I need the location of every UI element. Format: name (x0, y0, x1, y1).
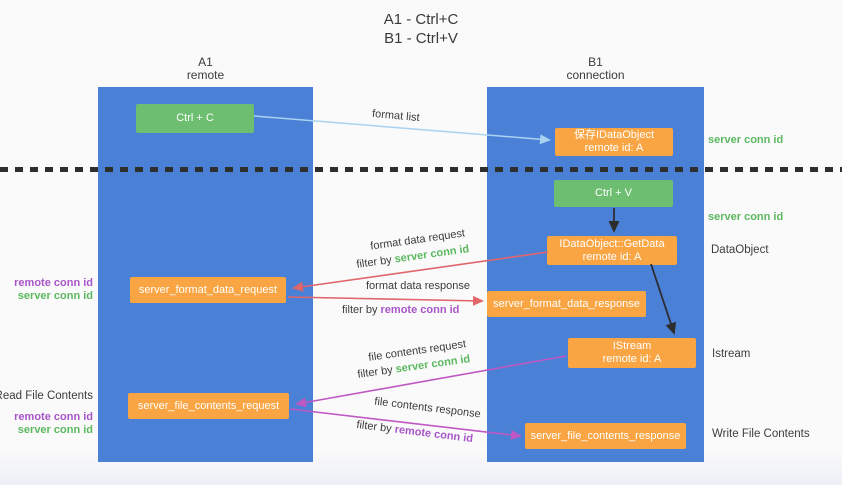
annotation-istream: Istream (712, 348, 751, 360)
node-idataobject-getdata: IDataObject::GetData remote id: A (547, 236, 677, 265)
node-save-line2: remote id: A (584, 142, 644, 154)
filter-by-text: filter by (342, 304, 378, 316)
edge-label-format-data-response: format data response (366, 280, 470, 292)
node-format-response-label: server_format_data_response (493, 297, 640, 310)
node-ctrl-c-label: Ctrl + C (176, 112, 214, 124)
annotation-server-conn-id-mid: server conn id (708, 211, 784, 223)
node-server-file-contents-response: server_file_contents_response (525, 423, 686, 449)
filter-by-text: filter by (355, 418, 393, 436)
column-header-a1: A1 remote (98, 56, 313, 82)
remote-conn-id-text: remote conn id (393, 423, 474, 446)
column-header-b1: B1 connection (487, 56, 704, 82)
node-istream-line2: remote id: A (602, 353, 662, 365)
edge-label-file-contents-response: file contents response (373, 395, 482, 421)
annotation-server-conn-id-2: server conn id (17, 424, 93, 436)
filter-by-text: filter by (356, 364, 394, 381)
annotation-server-conn-id-top: server conn id (708, 134, 784, 146)
title-line-2: B1 - Ctrl+V (384, 30, 458, 47)
filter-by-text: filter by (355, 254, 393, 271)
phase-divider-dotted-line (0, 167, 842, 172)
title-line-1: A1 - Ctrl+C (383, 11, 459, 28)
annotation-remote-conn-id-1: remote conn id (14, 277, 93, 289)
node-save-line1: 保存IDataObject (573, 129, 655, 141)
column-a1-subtitle: remote (186, 68, 225, 82)
diagram-title: A1 - Ctrl+C B1 - Ctrl+V (0, 10, 842, 48)
node-server-file-contents-request: server_file_contents_request (128, 393, 289, 419)
node-server-format-data-response: server_format_data_response (487, 291, 646, 317)
node-server-format-data-request: server_format_data_request (130, 277, 286, 303)
annotation-read-file-contents: Read File Contents (0, 390, 93, 402)
node-ctrl-v: Ctrl + V (554, 180, 673, 207)
node-getdata-line2: remote id: A (582, 250, 642, 263)
node-ctrl-c: Ctrl + C (136, 104, 254, 133)
edge-label-filter-by-remote-conn-id-2: filter by remote conn id (356, 419, 474, 445)
node-save-idataobject: 保存IDataObject remote id: A (555, 128, 673, 156)
node-format-request-label: server_format_data_request (138, 283, 278, 296)
node-getdata-line1: IDataObject::GetData (559, 237, 665, 250)
node-ctrl-v-label: Ctrl + V (595, 187, 632, 199)
edge-label-filter-by-remote-conn-id: filter by remote conn id (342, 304, 459, 316)
column-b1-name: B1 (588, 55, 603, 69)
annotation-remote-conn-id-2: remote conn id (14, 411, 93, 423)
edge-label-format-list: format list (371, 107, 421, 125)
annotation-server-conn-id-1: server conn id (17, 290, 93, 302)
node-file-request-label: server_file_contents_request (137, 399, 280, 412)
arrow-format-data-response (287, 295, 484, 306)
annotation-write-file-contents: Write File Contents (712, 428, 810, 440)
node-file-response-label: server_file_contents_response (530, 429, 681, 442)
remote-conn-id-text: remote conn id (380, 304, 460, 316)
node-istream: IStream remote id: A (568, 338, 696, 368)
column-b1-subtitle: connection (566, 68, 625, 82)
annotation-dataobject: DataObject (711, 244, 769, 256)
node-istream-line1: IStream (612, 340, 652, 352)
column-a1-name: A1 (198, 55, 213, 69)
